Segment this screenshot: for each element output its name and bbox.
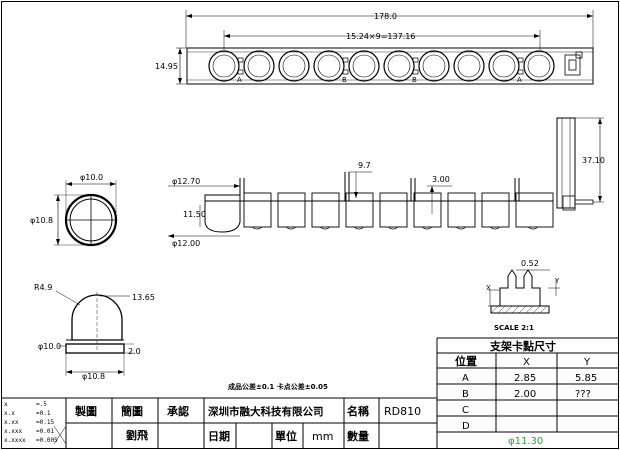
- tb-name-label: 名稱: [347, 404, 369, 418]
- tolerance-grid: x =.5 x.x =0.1 x.xx =0.15 x.xxx =0.01 x.…: [4, 401, 67, 445]
- pitch-dim-label: 15.24×9=137.16: [346, 32, 415, 41]
- tb-unit-value: mm: [312, 430, 333, 443]
- tb-drawer-name: 劉飛: [126, 428, 148, 442]
- top-view: 178.0 15.24×9=137.16: [155, 10, 594, 85]
- pin-label-b2: B: [412, 76, 417, 84]
- pin-label-a2: A: [517, 76, 522, 84]
- led-radius-label: R4.9: [34, 283, 52, 292]
- overall-length-label: 178.0: [374, 12, 397, 21]
- tb-date-label: 日期: [208, 429, 230, 443]
- pin-label-a1: A: [237, 76, 242, 84]
- led-top-view: φ10.0 φ10.8: [30, 173, 118, 247]
- tb-drawn: 製圖: [74, 404, 97, 418]
- point-row-pos: A: [462, 373, 469, 384]
- led-diameter-label: φ10.0: [80, 173, 103, 182]
- point-table-header-y: Y: [583, 357, 591, 368]
- point-table-header-pos: 位置: [455, 354, 477, 368]
- tb-name-value: RD810: [384, 405, 421, 418]
- pin-label-b1: B: [342, 76, 347, 84]
- side-slot-d-label: 3.00: [432, 175, 450, 184]
- point-row-y: ???: [575, 389, 591, 400]
- title-block: [2, 338, 438, 448]
- tolerance-note: 成品公差±0.1 卡点公差±0.05: [228, 382, 328, 391]
- tb-unit-label: 單位: [275, 429, 297, 443]
- point-row-pos: B: [462, 389, 469, 400]
- tol-label: x.x: [4, 410, 15, 417]
- side-d-bottom-label: φ12.00: [172, 239, 200, 248]
- detail-axis-y: Y: [554, 277, 560, 285]
- detail-axis-x: X: [486, 284, 491, 292]
- led-base-d-label: φ10.0: [38, 342, 61, 351]
- led-side-label: φ10.8: [30, 216, 53, 225]
- point-row-y: 5.85: [575, 373, 597, 384]
- point-row-pos: D: [462, 421, 470, 432]
- detail-width-label: 0.52: [521, 259, 539, 268]
- tb-design: 簡圖: [121, 404, 143, 418]
- tol-label: x.xxxx: [4, 437, 26, 444]
- tol-value: =.5: [36, 401, 47, 408]
- detail-scale-label: SCALE 2:1: [494, 324, 534, 332]
- point-table: [437, 337, 618, 433]
- tol-label: x.xxx: [4, 428, 22, 435]
- side-slot-w-label: 9.7: [358, 161, 371, 170]
- tb-approve: 承認: [167, 404, 189, 418]
- tol-value: =0.005: [36, 437, 58, 444]
- side-h-label: 11.50: [183, 210, 206, 219]
- tb-qty-label: 數量: [347, 429, 369, 443]
- tb-company: 深圳市融大科技有限公司: [208, 405, 324, 418]
- detail-view: 0.52 X Y SCALE 2:1: [486, 259, 560, 332]
- point-row-x: 2.00: [514, 389, 536, 400]
- led-side-view: R4.9 13.65 φ10.0 2.0 φ10.8: [34, 283, 155, 381]
- tol-value: =0.1: [36, 410, 51, 417]
- led-height-label: 13.65: [132, 293, 155, 302]
- tol-label: x.xx: [4, 419, 19, 426]
- strip-holes: [208, 50, 555, 82]
- tol-value: =0.01: [36, 428, 54, 435]
- tol-value: =0.15: [36, 419, 54, 426]
- side-view: φ12.70 11.50 φ12.00: [168, 117, 605, 248]
- strip-height-label: 14.95: [155, 62, 178, 71]
- led-flange-d-label: φ10.8: [82, 372, 105, 381]
- point-table-title: 支架卡點尺寸: [489, 339, 556, 353]
- tol-label: x: [4, 401, 8, 408]
- side-d-top-label: φ12.70: [172, 177, 200, 186]
- side-height-right-label: 37.10: [582, 156, 605, 165]
- point-row-pos: C: [462, 405, 469, 416]
- point-row-x: 2.85: [514, 373, 536, 384]
- point-table-header-x: X: [523, 357, 530, 368]
- point-table-footer: φ11.30: [508, 436, 543, 447]
- led-flange-h-label: 2.0: [128, 347, 141, 356]
